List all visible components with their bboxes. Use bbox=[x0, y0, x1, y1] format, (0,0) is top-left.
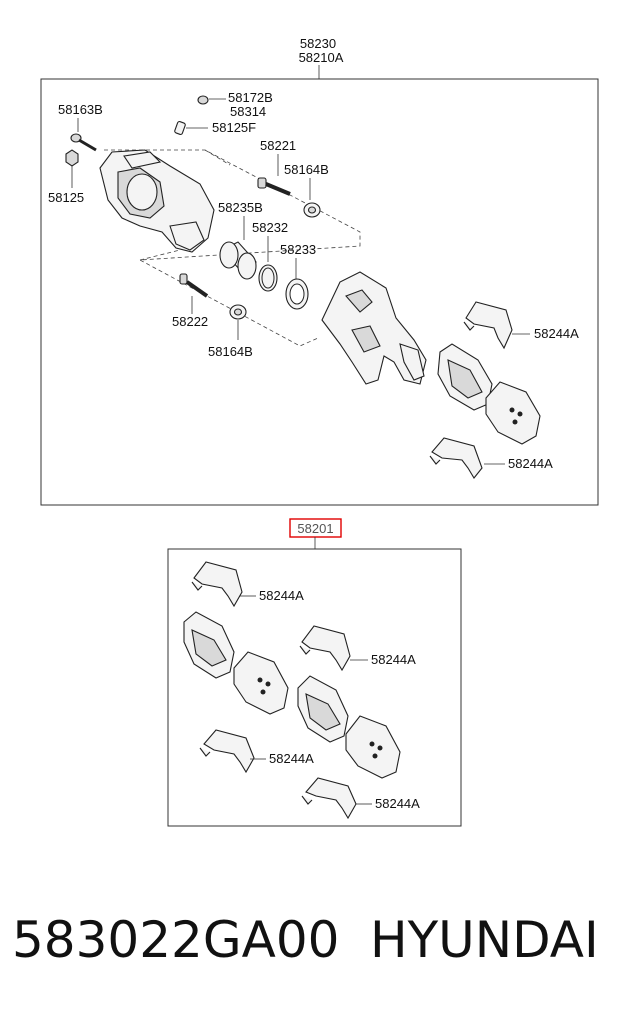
anti-rattle-clip-upper-icon bbox=[463, 301, 513, 350]
kit-pad-outer-2-icon bbox=[345, 715, 401, 779]
part-number: 583022GA00 bbox=[12, 911, 340, 969]
callout-58244a-2: 58244A bbox=[508, 456, 553, 471]
assembly-dashed-outline bbox=[104, 149, 361, 347]
banjo-bolt-icon bbox=[65, 149, 79, 167]
callout-58221: 58221 bbox=[260, 138, 296, 153]
kit-callout-58244a-3: 58244A bbox=[269, 751, 314, 766]
assembly-label-58210a: 58210A bbox=[299, 50, 344, 65]
pin-boot-upper-icon bbox=[303, 202, 321, 218]
pin-boot-lower-icon bbox=[229, 304, 247, 320]
kit-pad-inner-1-icon bbox=[183, 611, 235, 679]
kit-callout-58244a-2: 58244A bbox=[371, 652, 416, 667]
guide-bolt-icon bbox=[70, 133, 97, 152]
kit-clip-4-icon bbox=[301, 777, 357, 820]
bleeder-screw-icon bbox=[174, 121, 186, 135]
callout-58244a-1: 58244A bbox=[534, 326, 579, 341]
callout-58172b: 58172B bbox=[228, 90, 273, 105]
piston-seal-icon bbox=[258, 264, 278, 292]
callout-58232: 58232 bbox=[252, 220, 288, 235]
kit-callout-58244a-4: 58244A bbox=[375, 796, 420, 811]
callout-58314: 58314 bbox=[230, 104, 266, 119]
kit-clip-3-icon bbox=[199, 729, 255, 774]
anti-rattle-clip-lower-icon bbox=[429, 437, 483, 479]
assembly-label-58230: 58230 bbox=[300, 36, 336, 51]
kit-label-58201: 58201 bbox=[297, 521, 333, 536]
dust-boot-icon bbox=[285, 278, 309, 310]
kit-callout-58244a-1: 58244A bbox=[259, 588, 304, 603]
callout-58222: 58222 bbox=[172, 314, 208, 329]
kit-label-highlight bbox=[289, 518, 342, 538]
callout-58164b-top: 58164B bbox=[284, 162, 329, 177]
brake-pad-inner-icon bbox=[437, 343, 493, 411]
kit-clip-1-icon bbox=[191, 561, 243, 608]
caliper-bracket bbox=[321, 271, 427, 385]
caliper-assembly-box bbox=[40, 78, 599, 506]
brake-pad-outer-icon bbox=[485, 381, 541, 445]
pad-kit-box bbox=[167, 548, 462, 827]
callout-58125f: 58125F bbox=[212, 120, 256, 135]
kit-pad-outer-1-icon bbox=[233, 651, 289, 715]
callout-58235b: 58235B bbox=[218, 200, 263, 215]
callout-58163b: 58163B bbox=[58, 102, 103, 117]
caliper-housing bbox=[99, 149, 215, 253]
callout-58125: 58125 bbox=[48, 190, 84, 205]
callout-58233: 58233 bbox=[280, 242, 316, 257]
guide-pin-lower-icon bbox=[179, 273, 209, 298]
kit-pad-inner-2-icon bbox=[297, 675, 349, 743]
brand-name: HYUNDAI bbox=[370, 911, 599, 969]
bleeder-cap-icon bbox=[197, 95, 209, 105]
kit-clip-2-icon bbox=[299, 625, 351, 672]
guide-pin-upper-icon bbox=[257, 177, 291, 196]
piston-icon bbox=[219, 241, 257, 280]
callout-58164b-bottom: 58164B bbox=[208, 344, 253, 359]
